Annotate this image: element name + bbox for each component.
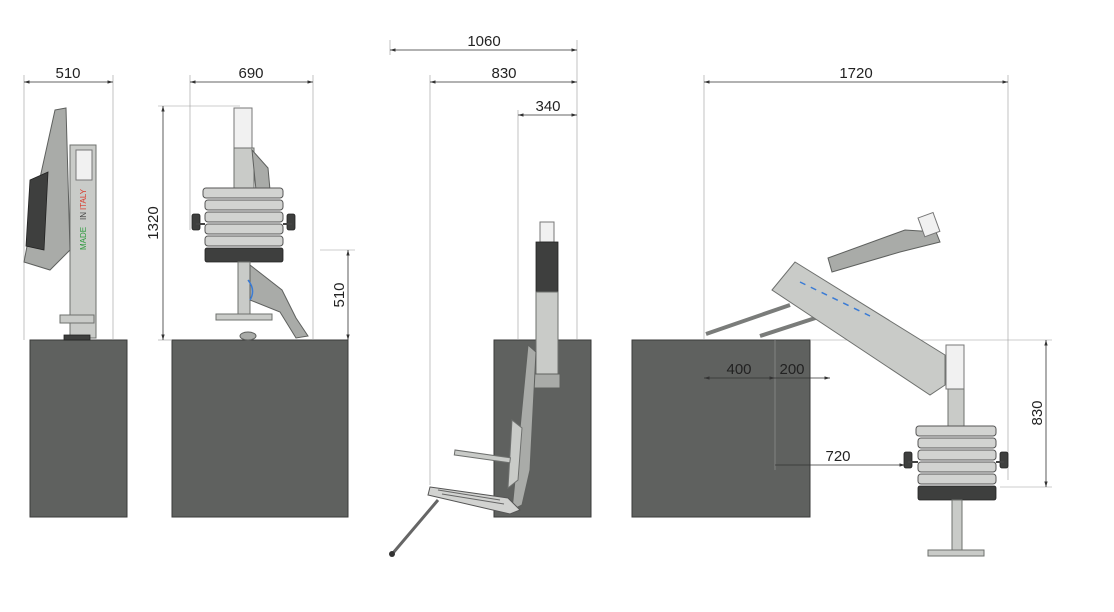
view-lowered: 1060 830 340 <box>389 33 578 557</box>
block-4 <box>631 339 811 518</box>
dim-label-510b: 510 <box>331 282 348 307</box>
dim-label-340: 340 <box>535 98 560 115</box>
block-1 <box>29 339 128 518</box>
dim-label-690: 690 <box>238 65 263 82</box>
dim-label-720: 720 <box>825 448 850 465</box>
label-in: IN <box>79 212 88 220</box>
view-folded-side: 510 MADE IN ITALY <box>23 65 114 341</box>
dim-label-1320: 1320 <box>145 206 162 239</box>
dim-label-830: 830 <box>491 65 516 82</box>
label-made: MADE <box>79 227 88 250</box>
dim-label-400: 400 <box>726 361 751 378</box>
dim-label-1720: 1720 <box>839 65 872 82</box>
dim-label-830b: 830 <box>1029 400 1046 425</box>
view-extended: 1720 400 200 720 830 <box>703 65 1052 557</box>
block-2 <box>171 339 349 518</box>
dim-label-200: 200 <box>779 361 804 378</box>
dim-label-510: 510 <box>55 65 80 82</box>
dim-label-1060: 1060 <box>467 33 500 50</box>
label-italy: ITALY <box>79 188 88 210</box>
view-front: 690 1320 510 <box>145 65 355 341</box>
